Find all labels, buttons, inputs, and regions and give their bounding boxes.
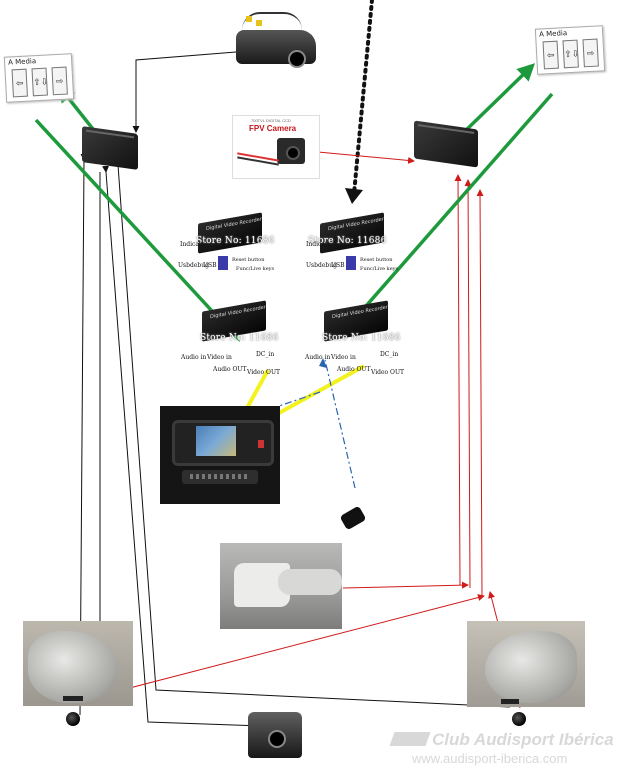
left-arrow-icon: ⇦	[543, 41, 559, 70]
fpv-header: 700TVL DIGITAL CCD	[251, 118, 291, 123]
video-out-label: Video OUT	[371, 369, 404, 376]
up-down-arrow-icon: ⇧⇩	[562, 40, 578, 69]
rear-camera-bottom	[248, 712, 302, 758]
logo-icon	[389, 732, 430, 746]
audio-out-label: Audio OUT	[337, 366, 370, 373]
store-watermark: Store No: 11686	[200, 333, 279, 343]
left-video-hub	[82, 126, 138, 170]
right-arrow-icon: ⇨	[51, 67, 67, 96]
rear-camera-module	[236, 30, 316, 64]
reset-label: Reset button	[232, 257, 265, 263]
up-down-arrow-icon: ⇧⇩	[31, 68, 47, 97]
fpv-camera-image: 700TVL DIGITAL CCD FPV Camera	[232, 115, 320, 179]
indicate-label: Indicate	[306, 241, 331, 248]
audio-in-label: Audio in	[305, 354, 330, 361]
left-mirror-camera-icon	[66, 712, 80, 726]
navigation-map-display	[196, 426, 236, 456]
usb-label: USB	[331, 262, 345, 269]
dc-in-label: DC_in	[256, 351, 274, 358]
wire-fpv-to-hub	[318, 152, 414, 161]
video-in-label: Video in	[207, 354, 232, 361]
usb-label: USB	[203, 262, 217, 269]
infotainment-screen-photo	[160, 406, 280, 504]
switch-label: A Media	[8, 57, 36, 66]
fpv-title: FPV Camera	[249, 124, 296, 133]
sd-card-icon	[218, 256, 228, 270]
right-video-switch: A Media ⇦ ⇧⇩ ⇨	[535, 25, 605, 74]
indicate-label: Indicate	[180, 241, 205, 248]
reset-label: Reset button	[360, 257, 393, 263]
left-arrow-icon: ⇦	[12, 69, 28, 98]
brand-text: Club Audisport Ibérica	[432, 730, 614, 749]
sd-card-icon	[346, 256, 356, 270]
video-out-label: Video OUT	[247, 369, 280, 376]
func-keys-label: Func/Live keys	[236, 266, 274, 272]
video-in-label: Video in	[331, 354, 356, 361]
audio-out-label: Audio OUT	[213, 366, 246, 373]
func-keys-label: Func/Live keys	[360, 266, 398, 272]
right-arrow-icon: ⇨	[582, 39, 598, 68]
store-watermark: Store No: 11686	[196, 236, 275, 246]
wire-rearcam-to-hub	[136, 52, 236, 132]
switch-label: A Media	[539, 29, 567, 38]
dotted-arrow	[354, 0, 372, 194]
dc-in-label: DC_in	[380, 351, 398, 358]
wire-dashcam-to-hub	[343, 585, 468, 588]
left-video-switch: A Media ⇦ ⇧⇩ ⇨	[4, 53, 74, 102]
dashcam-photo	[220, 543, 342, 629]
right-mirror-camera-icon	[512, 712, 526, 726]
store-watermark: Store No: 11686	[322, 333, 401, 343]
watermark-url: www.audisport-iberica.com	[412, 751, 567, 766]
left-mirror-photo	[23, 621, 133, 706]
audio-in-label: Audio in	[181, 354, 206, 361]
right-mirror-photo	[467, 621, 585, 707]
watermark-brand: Club Audisport Ibérica	[392, 730, 614, 750]
